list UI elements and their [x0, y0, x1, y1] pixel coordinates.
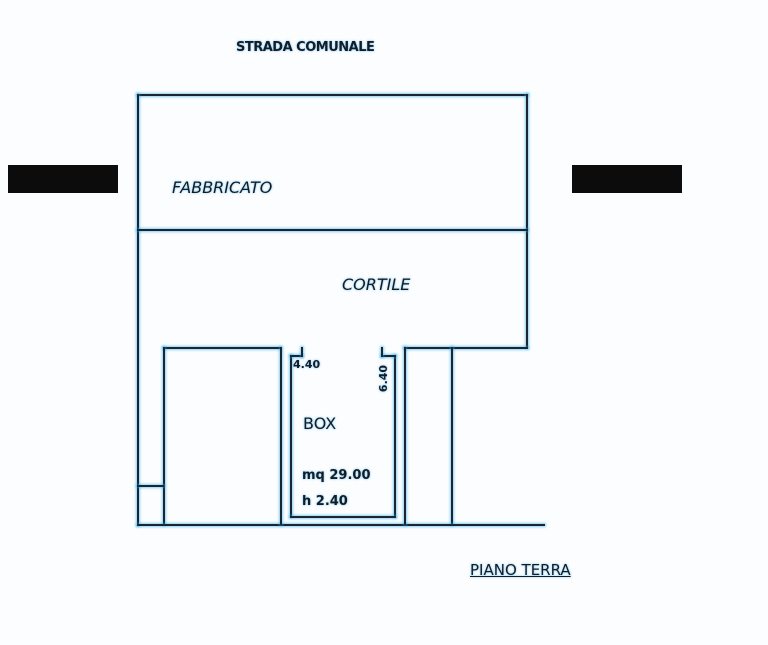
- redaction-bar-right: [572, 165, 682, 193]
- box-inner-left: [290, 355, 292, 517]
- box-outer-left: [280, 347, 282, 525]
- box-jamb-left: [290, 355, 303, 357]
- building-courtyard-divider: [137, 229, 528, 231]
- building-top-wall: [137, 94, 528, 96]
- courtyard-label: CORTILE: [342, 275, 411, 294]
- box-depth-dim: 6.40: [377, 364, 391, 393]
- courtyard-bottom-right: [404, 347, 528, 349]
- box-inner-bottom: [290, 516, 396, 518]
- box-jamb-right-top: [381, 347, 383, 357]
- box-label: BOX: [303, 414, 337, 433]
- box-jamb-left-top: [301, 347, 303, 357]
- courtyard-bottom-left: [163, 347, 281, 349]
- box-width-dim: 4.40: [293, 358, 321, 371]
- floor-title: PIANO TERRA: [470, 561, 571, 579]
- building-label: FABBRICATO: [172, 178, 273, 197]
- ground-line: [137, 524, 545, 526]
- building-right-wall: [526, 94, 528, 348]
- box-inner-right: [394, 355, 396, 517]
- box-outer-right: [404, 347, 406, 525]
- small-room-top: [137, 485, 164, 487]
- inner-right-wall: [451, 347, 453, 525]
- inner-left-wall: [163, 347, 165, 525]
- box-height: h 2.40: [302, 494, 348, 509]
- box-jamb-right: [381, 355, 396, 357]
- redaction-bar-left: [8, 165, 118, 193]
- box-area: mq 29.00: [302, 468, 371, 483]
- street-label: STRADA COMUNALE: [236, 40, 375, 55]
- building-left-wall: [137, 94, 139, 526]
